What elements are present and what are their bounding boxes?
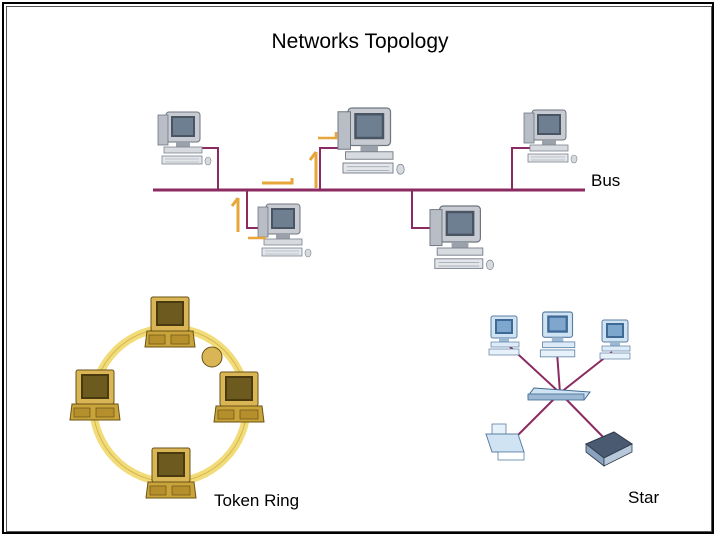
bus-drop-line bbox=[511, 147, 530, 190]
star-topology bbox=[485, 311, 633, 467]
star-link-line bbox=[556, 351, 561, 394]
bus-drop-line bbox=[411, 190, 432, 229]
desktop-computer-icon bbox=[257, 203, 312, 258]
desktop-computer-icon bbox=[523, 109, 578, 164]
data-arrow-icon bbox=[262, 178, 294, 185]
desktop-computer-icon bbox=[599, 319, 631, 360]
retro-computer-icon bbox=[144, 296, 196, 348]
bus-label: Bus bbox=[591, 171, 621, 190]
data-arrow-icon bbox=[318, 132, 338, 140]
token-ring-topology bbox=[69, 296, 265, 499]
switch-hub-icon bbox=[527, 387, 591, 401]
desktop-computer-icon bbox=[337, 107, 405, 175]
star-label: Star bbox=[628, 488, 660, 507]
desktop-computer-icon bbox=[539, 311, 576, 358]
bus-topology bbox=[153, 107, 585, 271]
star-link-line bbox=[559, 392, 607, 441]
data-arrow-icon bbox=[308, 151, 318, 188]
desktop-computer-icon bbox=[157, 111, 212, 166]
page-title: Networks Topology bbox=[271, 30, 449, 53]
star-link-line bbox=[512, 392, 561, 441]
token-icon bbox=[201, 346, 223, 368]
slide-border bbox=[2, 2, 714, 534]
slide-inner-border bbox=[6, 6, 712, 532]
desktop-computer-icon bbox=[429, 205, 495, 271]
bus-drop-line bbox=[196, 147, 219, 190]
token-ring-label: Token Ring bbox=[214, 491, 300, 510]
printer-icon bbox=[485, 423, 525, 461]
retro-computer-icon bbox=[213, 371, 265, 423]
retro-computer-icon bbox=[69, 369, 121, 421]
data-arrow-icon bbox=[230, 197, 240, 232]
bus-drop-line bbox=[319, 147, 340, 190]
retro-computer-icon bbox=[145, 447, 197, 499]
desktop-computer-icon bbox=[488, 315, 520, 356]
scanner-icon bbox=[585, 431, 633, 467]
